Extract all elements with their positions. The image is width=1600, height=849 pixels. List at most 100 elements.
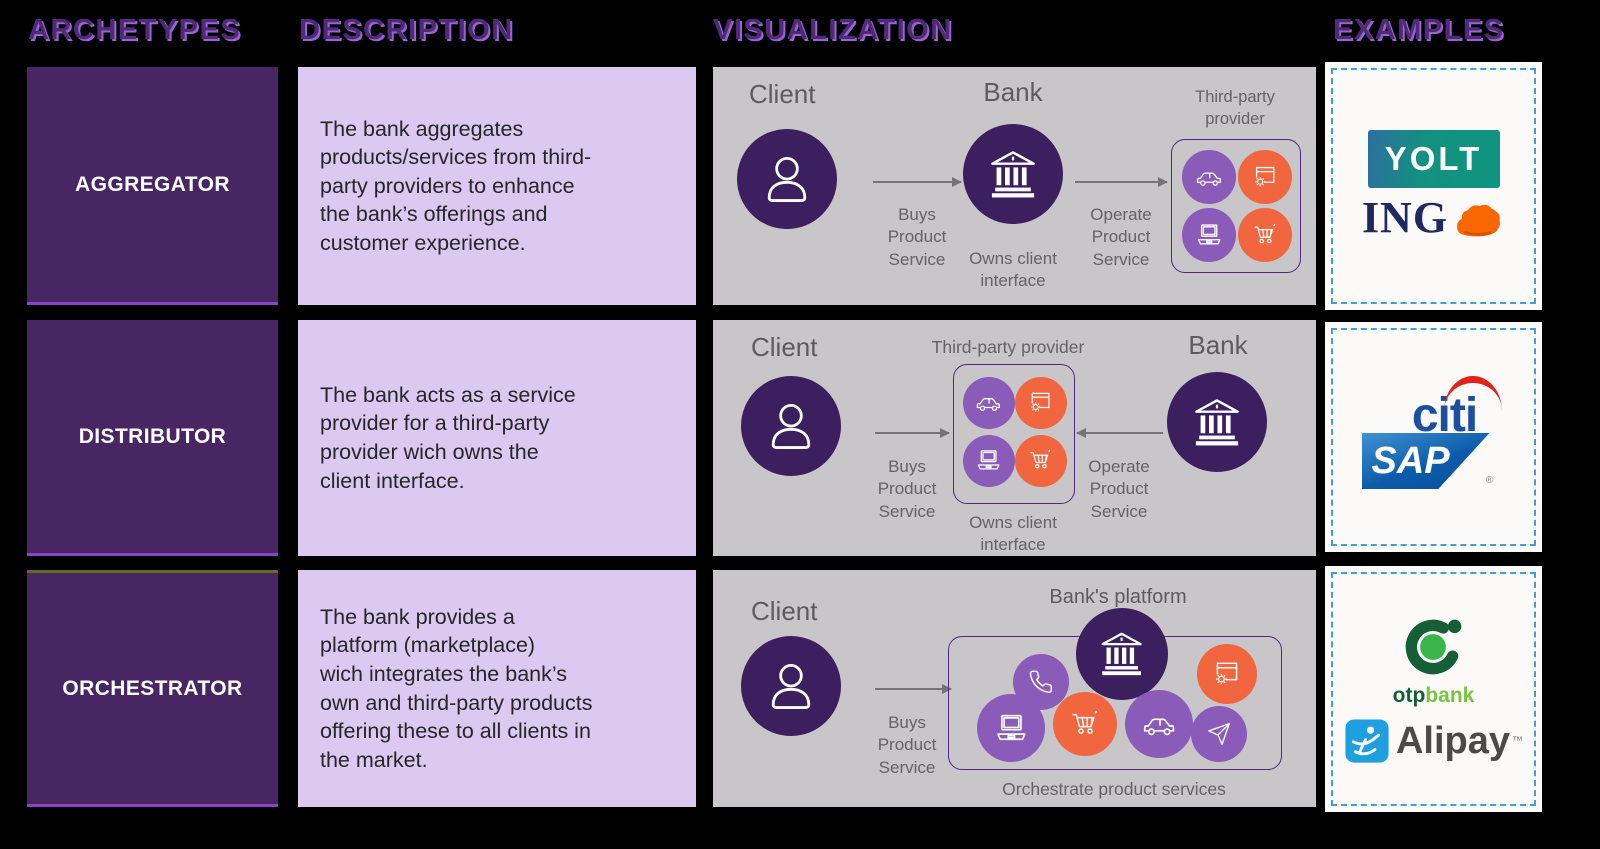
car-icon: [1193, 161, 1225, 193]
alipay-logo: Alipay ™: [1344, 718, 1523, 764]
car-service-node: [1125, 690, 1193, 758]
description-cell-aggregator: The bank aggregates products/services fr…: [298, 67, 696, 305]
browser-service-node: [1197, 644, 1257, 704]
arrow-bank-to-provider: [1076, 427, 1163, 438]
description-text-aggregator: The bank aggregates products/services fr…: [320, 116, 592, 255]
bank-label: Bank: [1188, 330, 1248, 360]
citi-arc-icon: [1443, 376, 1502, 411]
bank-label: Bank: [983, 77, 1043, 107]
client-label: Client: [749, 79, 816, 109]
browser-gear-icon: [1025, 387, 1056, 418]
browser-gear-icon: [1249, 161, 1281, 193]
cart-service-node: [1015, 435, 1067, 487]
laptop-icon: [973, 445, 1004, 476]
person-icon: [757, 149, 817, 209]
browser-service-node: [1015, 377, 1067, 429]
shopping-cart-icon: [1066, 705, 1104, 743]
client-node: [741, 636, 841, 736]
bank-node: [1076, 608, 1168, 700]
examples-cell-distributor: citi SAP ®: [1325, 322, 1542, 552]
archetype-cell-orchestrator: ORCHESTRATOR: [27, 570, 278, 807]
client-node: [741, 376, 841, 476]
paper-plane-icon: [1202, 717, 1236, 751]
cart-service-node: [1053, 692, 1117, 756]
car-service-node: [1182, 150, 1236, 204]
examples-cell-aggregator: YOLT ING: [1325, 62, 1542, 310]
archetype-cell-distributor: DISTRIBUTOR: [27, 320, 278, 556]
column-header-visualization: VISUALIZATION: [713, 14, 953, 46]
browser-gear-icon: [1209, 656, 1245, 692]
third-party-provider-box: [953, 364, 1075, 504]
arrow-client-to-platform: [875, 683, 952, 694]
bank-node: [963, 124, 1063, 224]
phone-icon: [1024, 665, 1058, 699]
third-party-provider-label: Third-party provider: [931, 337, 1085, 357]
person-icon: [761, 396, 821, 456]
archetype-cell-aggregator: AGGREGATOR: [27, 67, 278, 305]
third-party-provider-box: [1171, 139, 1301, 273]
buys-product-service-label: Buys Product Service: [887, 205, 947, 269]
column-header-archetypes: ARCHETYPES: [28, 14, 242, 46]
paper-plane-service-node: [1191, 706, 1247, 762]
arrow-client-to-bank: [873, 176, 962, 187]
arrow-client-to-provider: [875, 427, 950, 438]
bank-node: [1167, 372, 1267, 472]
sap-registered-mark: ®: [1485, 475, 1494, 486]
visualization-cell-orchestrator: Client Bank's platform Buys Product Serv…: [713, 570, 1316, 807]
buys-product-service-label: Buys Product Service: [877, 457, 937, 521]
buys-product-service-label: Buys Product Service: [877, 713, 937, 777]
laptop-icon: [991, 708, 1032, 749]
client-label: Client: [751, 596, 818, 626]
shopping-cart-icon: [1025, 445, 1056, 476]
alipay-tm-mark: ™: [1512, 735, 1524, 747]
bank-icon: [1187, 392, 1247, 452]
shopping-cart-icon: [1249, 219, 1281, 251]
sap-wordmark: SAP: [1371, 439, 1450, 482]
third-party-provider-label: Third-party provider: [1195, 88, 1275, 128]
column-header-examples: EXAMPLES: [1333, 14, 1505, 46]
laptop-service-node: [1182, 208, 1236, 262]
cart-service-node: [1238, 208, 1292, 262]
client-label: Client: [751, 332, 818, 362]
car-icon: [1139, 704, 1180, 745]
operate-product-service-label: Operate Product Service: [1090, 205, 1152, 269]
bank-icon: [1094, 626, 1149, 681]
description-text-distributor: The bank acts as a service provider for …: [320, 382, 576, 493]
bank-icon: [983, 144, 1043, 204]
otpbank-icon: [1400, 614, 1466, 680]
ing-logo: ING: [1362, 192, 1505, 243]
alipay-icon: [1344, 718, 1390, 764]
description-cell-orchestrator: The bank provides a platform (marketplac…: [298, 570, 696, 807]
orchestrate-product-services-label: Orchestrate product services: [1002, 779, 1226, 799]
column-header-description: DESCRIPTION: [299, 14, 514, 46]
sap-logo: SAP: [1361, 433, 1490, 489]
examples-cell-orchestrator: otpbank Alipay ™: [1325, 566, 1542, 812]
yolt-logo: YOLT: [1367, 129, 1500, 188]
car-service-node: [963, 377, 1015, 429]
description-text-orchestrator: The bank provides a platform (marketplac…: [320, 604, 593, 772]
laptop-service-node: [963, 435, 1015, 487]
arrow-bank-to-provider: [1075, 176, 1168, 187]
archetype-label-orchestrator: ORCHESTRATOR: [62, 676, 243, 700]
description-cell-distributor: The bank acts as a service provider for …: [298, 320, 696, 556]
archetype-label-distributor: DISTRIBUTOR: [78, 424, 227, 448]
visualization-cell-aggregator: Client Bank Third-party provider Buys Pr…: [713, 67, 1316, 305]
browser-service-node: [1238, 150, 1292, 204]
bank-text: bank: [1425, 684, 1475, 707]
laptop-service-node: [977, 694, 1045, 762]
laptop-icon: [1193, 219, 1225, 251]
owns-client-interface-label: Owns client interface: [969, 513, 1057, 555]
otpbank-wordmark: otpbank: [1393, 684, 1475, 708]
ing-lion-icon: [1451, 195, 1505, 239]
owns-client-interface-label: Owns client interface: [969, 249, 1057, 291]
yolt-wordmark: YOLT: [1384, 139, 1483, 177]
car-icon: [973, 387, 1004, 418]
client-node: [737, 129, 837, 229]
visualization-cell-distributor: Client Third-party provider Bank Buys Pr…: [713, 320, 1316, 556]
alipay-wordmark: Alipay: [1395, 719, 1511, 762]
operate-product-service-label: Operate Product Service: [1088, 457, 1150, 521]
ing-wordmark: ING: [1361, 192, 1449, 242]
person-icon: [761, 656, 821, 716]
otpbank-logo: otpbank: [1393, 614, 1475, 708]
